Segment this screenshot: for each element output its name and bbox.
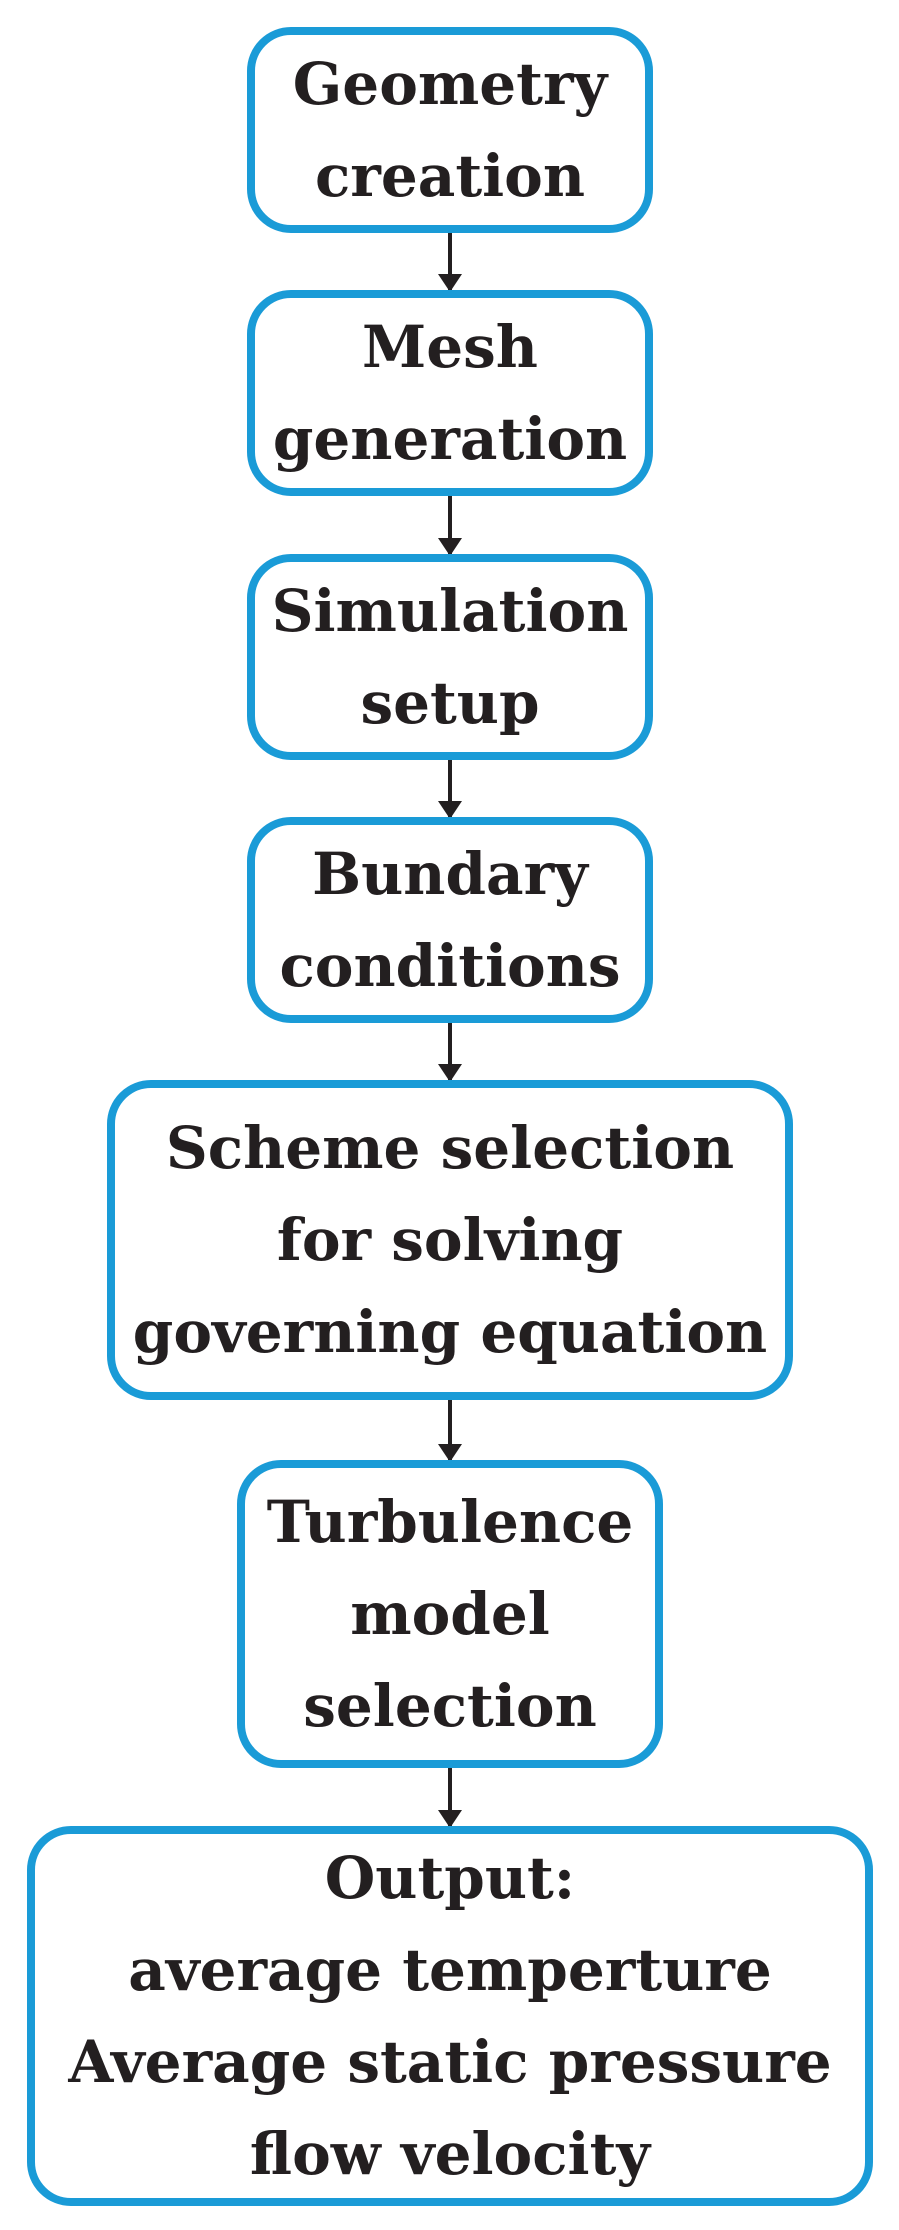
step-label-line: selection [303,1672,597,1740]
arrowhead-icon [438,538,462,556]
step-label-line: average temperture [128,1936,772,2004]
step-label-line: Scheme selection [165,1114,735,1182]
arrow-connector [438,1023,462,1082]
arrow-connector [438,1768,462,1828]
arrow-connector [438,1400,462,1462]
step-label-line: flow velocity [249,2120,651,2188]
step-label-line: setup [360,669,540,737]
step-label-line: generation [272,405,628,473]
arrowhead-icon [438,1810,462,1828]
arrowhead-icon [438,801,462,819]
step-label-line: Geometry [292,50,608,118]
step-simulation-setup: Simulation setup [247,554,653,760]
step-geometry-creation: Geometry creation [247,27,653,233]
step-label-line: conditions [279,932,621,1000]
step-label-line: Simulation [271,577,629,645]
step-turbulence-model-selection: Turbulence model selection [237,1460,663,1768]
arrowhead-icon [438,274,462,292]
step-boundary-conditions: Bundary conditions [247,817,653,1023]
arrowhead-icon [438,1444,462,1462]
step-label-line: for solving [276,1206,624,1274]
step-output: Output: average temperture Average stati… [27,1826,873,2206]
arrow-connector [438,233,462,292]
step-label-line: Output: [324,1844,576,1912]
step-label-line: Mesh [362,313,538,381]
arrowhead-icon [438,1064,462,1082]
step-scheme-selection: Scheme selection for solving governing e… [107,1080,793,1400]
step-label-line: model [350,1580,550,1648]
step-label-line: creation [314,142,586,210]
step-mesh-generation: Mesh generation [247,290,653,496]
step-label-line: Turbulence [266,1488,634,1556]
step-label-line: governing equation [132,1298,768,1366]
step-label-line: Average static pressure [68,2028,832,2096]
step-label-line: Bundary [312,840,588,908]
arrow-connector [438,760,462,819]
arrow-connector [438,496,462,556]
